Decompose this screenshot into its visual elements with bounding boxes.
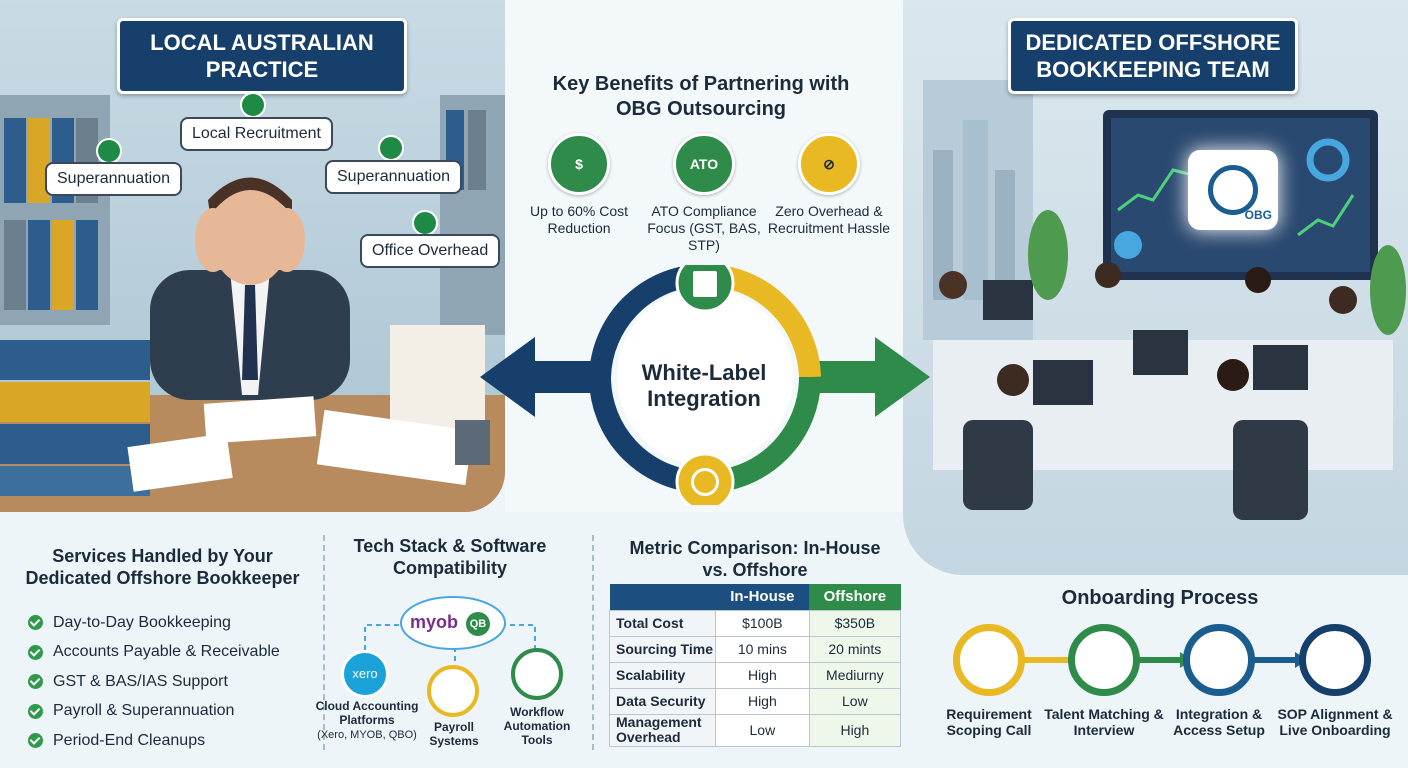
local-practice-title: LOCAL AUSTRALIAN PRACTICE: [117, 18, 407, 94]
ato-map-icon: ATO: [673, 133, 735, 195]
integration-cycle-diagram: [480, 265, 930, 505]
benefit-cost-reduction: $ Up to 60% Cost Reduction: [509, 133, 649, 237]
onboarding-step-4: SOP Alignment & Live Onboarding: [1270, 624, 1400, 738]
check-icon: [28, 733, 43, 749]
check-icon: [28, 674, 43, 690]
benefit-overhead-label: Zero Overhead & Recruitment Hassle: [767, 203, 891, 236]
header-in-house: In-House: [715, 584, 810, 610]
person-icon: [240, 92, 266, 118]
checklist-icon: [1299, 624, 1371, 696]
tech-node-payroll: Payroll Systems: [429, 720, 479, 748]
metric-table: In-House Offshore Total Cost$100B$350B S…: [609, 584, 902, 747]
onboarding-step-3: Integration & Access Setup: [1154, 624, 1284, 738]
no-overhead-icon: ⊘: [798, 133, 860, 195]
divider: [323, 535, 325, 750]
globe-icon: [691, 468, 719, 496]
money-bag-icon: $: [548, 133, 610, 195]
services-title: Services Handled by Your Dedicated Offsh…: [25, 546, 300, 588]
list-item: Day-to-Day Bookkeeping: [28, 608, 280, 638]
local-practice-panel: LOCAL AUSTRALIAN PRACTICE Local Recruitm…: [0, 0, 505, 512]
benefit-cost-label: Up to 60% Cost Reduction: [529, 203, 629, 236]
quickbooks-icon: QB: [466, 612, 490, 636]
payroll-icon: [427, 665, 479, 717]
benefits-heading: Key Benefits of Partnering with OBG Outs…: [552, 73, 850, 120]
onboarding-title: Onboarding Process: [1061, 587, 1259, 609]
people-icon: [1068, 624, 1140, 696]
phone-icon: [953, 624, 1025, 696]
divider: [592, 535, 594, 750]
list-item: Accounts Payable & Receivable: [28, 638, 280, 668]
myob-logo: myob: [410, 612, 459, 632]
check-icon: [28, 644, 43, 660]
list-item: GST & BAS/IAS Support: [28, 667, 280, 697]
check-icon: [28, 703, 43, 719]
workflow-gear-icon: [511, 648, 563, 700]
services-list: Day-to-Day Bookkeeping Accounts Payable …: [28, 608, 280, 756]
metric-title: Metric Comparison: In-House vs. Offshore: [629, 538, 881, 580]
calculator-icon: [96, 138, 122, 164]
tech-node-workflow: Workflow Automation Tools: [503, 705, 571, 747]
check-icon: [28, 615, 43, 631]
onboarding-step-1: Requirement Scoping Call: [924, 624, 1054, 738]
benefit-ato-compliance: ATO ATO Compliance Focus (GST, BAS, STP): [634, 133, 774, 254]
header-offshore: Offshore: [809, 584, 901, 610]
xero-icon: xero: [341, 650, 389, 698]
benefit-zero-overhead: ⊘ Zero Overhead & Recruitment Hassle: [759, 133, 899, 237]
document-icon: [693, 271, 717, 297]
cycle-label: White-Label Integration: [641, 360, 767, 411]
gear-icon: [1183, 624, 1255, 696]
bubble-office-overhead: Office Overhead: [360, 234, 501, 268]
benefit-ato-label: ATO Compliance Focus (GST, BAS, STP): [647, 203, 761, 253]
offshore-team-title: DEDICATED OFFSHORE BOOKKEEPING TEAM: [1008, 18, 1298, 94]
offshore-team-panel: OBG DEDICATED OFFSHORE BOOKKEEPING TEAM: [903, 0, 1408, 575]
bubble-superannuation-left: Superannuation: [45, 162, 182, 196]
tech-stack-diagram: [364, 596, 536, 665]
bubble-local-recruitment: Local Recruitment: [180, 117, 333, 151]
bubble-superannuation-right: Superannuation: [325, 160, 462, 194]
obg-logo: OBG: [1188, 150, 1278, 230]
table-row: Total Cost$100B$350B: [609, 609, 902, 637]
tech-stack-title: Tech Stack & Software Compatibility: [353, 536, 547, 578]
stressed-accountant-illustration: [0, 95, 505, 512]
list-item: Payroll & Superannuation: [28, 697, 280, 727]
onboarding-step-2: Talent Matching & Interview: [1039, 624, 1169, 738]
obg-logo-text: OBG: [1244, 208, 1272, 222]
hand-coin-icon: [378, 135, 404, 161]
tech-node-cloud: Cloud Accounting Platforms (Xero, MYOB, …: [315, 699, 419, 741]
table-header-row: In-House Offshore: [609, 584, 901, 610]
header-blank: [609, 584, 716, 610]
list-item: Period-End Cleanups: [28, 726, 280, 756]
briefcase-icon: [412, 210, 438, 236]
